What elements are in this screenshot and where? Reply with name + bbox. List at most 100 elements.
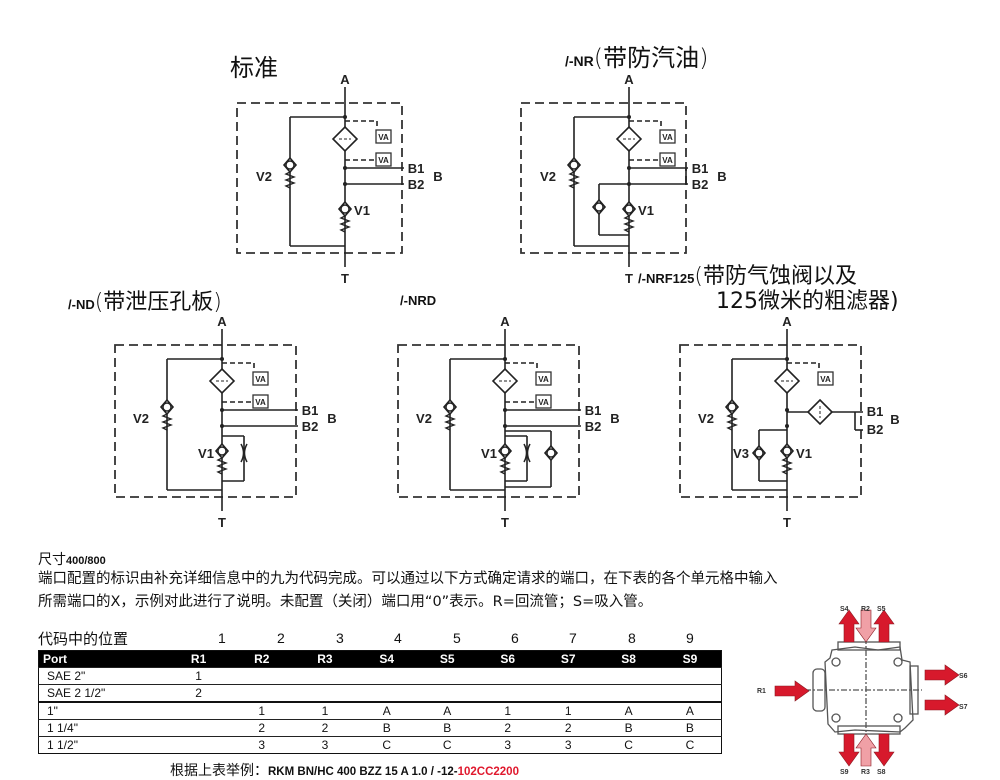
check-ball: [546, 448, 556, 458]
port-label-b1: B1: [302, 403, 319, 418]
table-cell: 1: [477, 701, 538, 720]
top-flange: [837, 641, 901, 651]
column-header: S5: [416, 650, 478, 668]
arrow-s8-icon: [873, 733, 895, 767]
position-number: 1: [218, 630, 226, 646]
title-code: /-NR: [565, 53, 594, 69]
table-cell: 3: [293, 736, 357, 754]
port-label-s4: S4: [840, 606, 849, 613]
orifice-icon: [240, 443, 248, 463]
port-label-b1: B1: [692, 161, 709, 176]
indicator-label: VA: [538, 375, 549, 384]
spring-icon: [284, 171, 296, 189]
table-cell: [356, 667, 417, 685]
spring-icon: [339, 215, 351, 233]
port-label-b1: B1: [585, 403, 602, 418]
title-text: (带防汽油): [593, 44, 709, 72]
spring-icon: [781, 457, 793, 475]
column-header: R2: [230, 650, 294, 668]
size-line: 尺寸400/800: [38, 549, 106, 569]
table-cell: 2: [537, 719, 599, 737]
valve-label-v1: V1: [354, 203, 370, 218]
table-cell: [356, 684, 417, 702]
port-label-b: B: [890, 412, 899, 427]
table-cell: 3: [477, 736, 538, 754]
position-number: 5: [453, 630, 461, 646]
housing-boundary: [236, 102, 403, 254]
table-cell: A: [416, 701, 478, 720]
spring-icon: [444, 413, 456, 431]
column-header: S7: [537, 650, 599, 668]
diagram-title-standard: 标准: [230, 54, 278, 82]
table-cell: [598, 684, 659, 702]
port-label-b: B: [610, 411, 619, 426]
clogging-indicator-icon: [375, 152, 392, 167]
table-cell: SAE 2": [38, 667, 167, 685]
table-cell: 2: [477, 719, 538, 737]
table-cell: [658, 684, 722, 702]
spring-icon: [623, 215, 635, 233]
position-row: 代码中的位置 1 2 3 4 5 6 7 8 9: [38, 628, 722, 648]
port-label-r1: R1: [757, 688, 766, 695]
indicator-label: VA: [378, 156, 389, 165]
check-ball: [500, 446, 510, 456]
table-cell: 1 1/4": [38, 719, 167, 737]
port-label-a: A: [340, 73, 350, 87]
table-cell: 3: [537, 736, 599, 754]
table-cell: 1 1/2": [38, 736, 167, 754]
valve-label-v2: V2: [416, 411, 432, 426]
arrow-r2-icon: [855, 609, 877, 643]
port-layout-diagram: S4 R2 S5 R1 S6 S7 S9 R3 S8: [757, 606, 968, 776]
indicator-label: VA: [662, 133, 673, 142]
port-label-b2: B2: [867, 422, 884, 437]
table-cell: [537, 667, 599, 685]
column-header: S6: [477, 650, 538, 668]
table-cell: [477, 684, 538, 702]
junction-dot: [220, 424, 224, 428]
example-code-highlight: 102CC2200: [457, 766, 519, 778]
junction-dot: [503, 424, 507, 428]
example-line: 根据上表举例：RKM BN/HC 400 BZZ 15 A 1.0 / -12-…: [170, 760, 519, 780]
table-cell: 1": [38, 701, 167, 720]
spring-icon: [726, 413, 738, 431]
table-cell: [477, 667, 538, 685]
bolt: [893, 713, 903, 723]
bottom-flange: [837, 725, 901, 735]
junction-dot: [627, 115, 631, 119]
table-cell: 3: [230, 736, 294, 754]
table-cell: A: [598, 701, 659, 720]
port-label-b2: B2: [585, 419, 602, 434]
check-ball: [727, 402, 737, 412]
valve-label-v2: V2: [256, 169, 272, 184]
housing-boundary: [114, 344, 297, 498]
clogging-indicator-icon: [659, 129, 676, 144]
bolt: [893, 657, 903, 667]
check-ball: [782, 446, 792, 456]
table-cell: B: [658, 719, 722, 737]
table-cell: 1: [167, 667, 231, 685]
position-number: 7: [569, 630, 577, 646]
clogging-indicator-icon: [252, 394, 269, 409]
valve-label-v1: V1: [481, 446, 497, 461]
arrow-s7-icon: [924, 694, 960, 716]
table-row: SAE 2"1: [38, 667, 722, 685]
table-row: SAE 2 1/2"2: [38, 684, 722, 702]
port-label-t: T: [341, 271, 349, 286]
table-cell: 1: [537, 701, 599, 720]
junction-dot: [785, 408, 789, 412]
table-cell: 2: [230, 719, 294, 737]
port-label-b1: B1: [867, 404, 884, 419]
check-ball: [754, 448, 764, 458]
clogging-indicator-icon: [375, 129, 392, 144]
junction-dot: [503, 357, 507, 361]
title-code: /-NRF125: [638, 271, 695, 286]
valve-label-v2: V2: [698, 411, 714, 426]
table-cell: [416, 684, 478, 702]
housing-boundary: [679, 344, 862, 498]
